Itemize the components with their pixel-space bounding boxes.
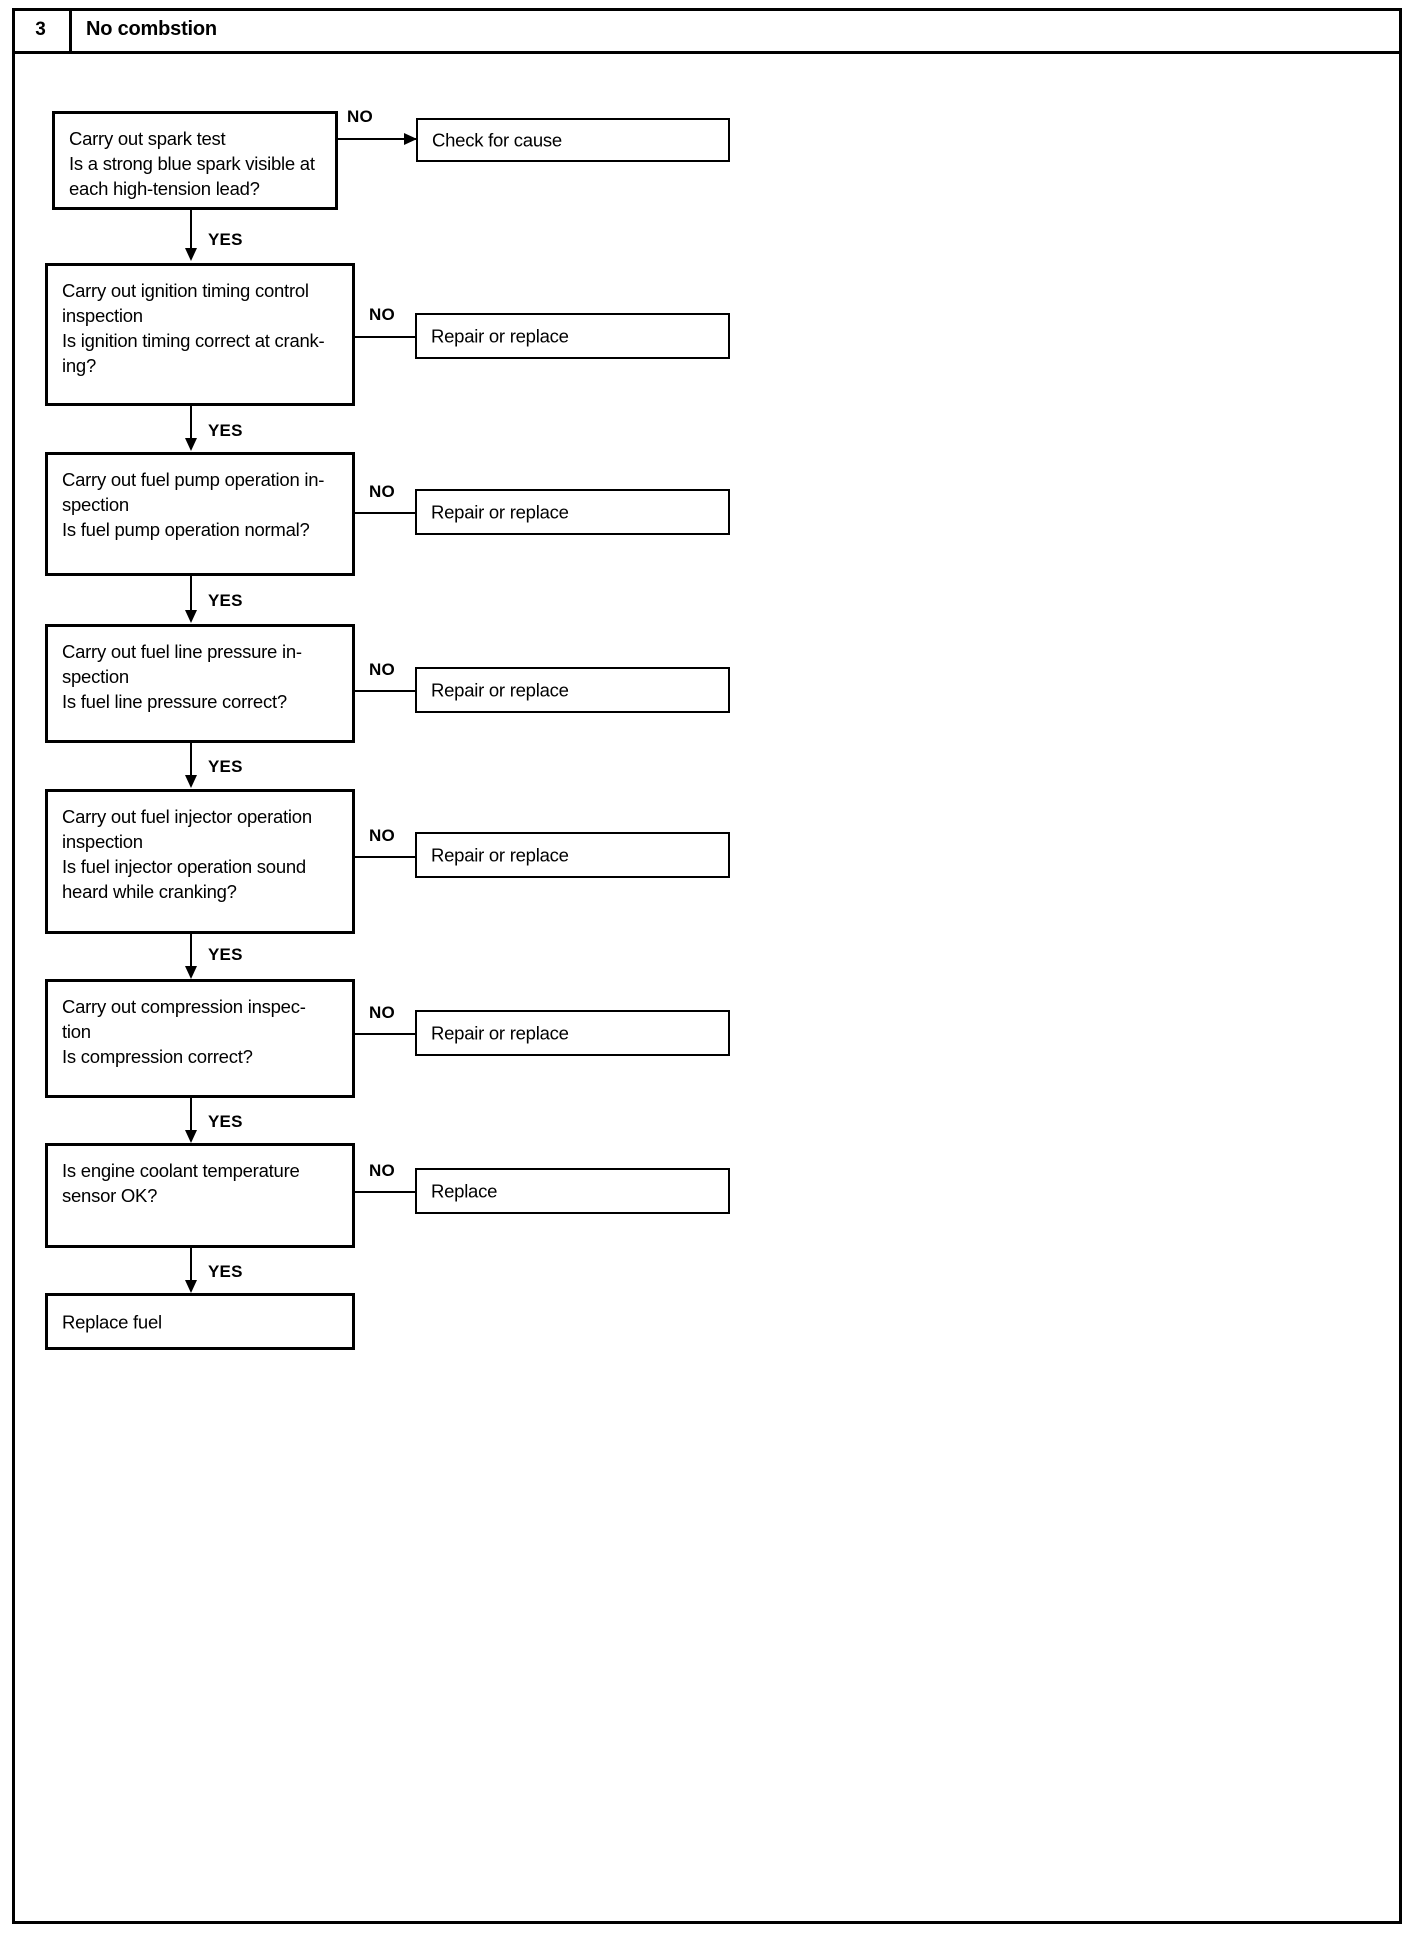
page-title: No combstion <box>86 18 217 40</box>
decision-box-fuel-line-pressure: Carry out fuel line pressure in- spectio… <box>45 624 355 743</box>
decision-text-fuel-line-pressure: Carry out fuel line pressure in- spectio… <box>62 641 302 712</box>
decision-text-coolant-temp-sensor: Is engine coolant temperature sensor OK? <box>62 1160 300 1206</box>
decision-text-fuel-injector: Carry out fuel injector operation inspec… <box>62 806 312 902</box>
yes-arrowhead-compression <box>185 1130 197 1143</box>
yes-arrowhead-fuel-line-pressure <box>185 775 197 788</box>
decision-box-spark-test: Carry out spark test Is a strong blue sp… <box>52 111 338 210</box>
no-connector-spark-test <box>338 138 416 140</box>
yes-arrowhead-fuel-pump <box>185 610 197 623</box>
yes-arrowhead-coolant-temp-sensor <box>185 1280 197 1293</box>
decision-box-compression: Carry out compression inspec- tion Is co… <box>45 979 355 1098</box>
decision-box-fuel-injector: Carry out fuel injector operation inspec… <box>45 789 355 934</box>
no-connector-compression <box>355 1033 427 1035</box>
yes-arrowhead-spark-test <box>185 248 197 261</box>
yes-label-coolant-temp-sensor: YES <box>208 1262 243 1281</box>
yes-label-spark-test: YES <box>208 230 243 249</box>
no-label-coolant-temp-sensor: NO <box>369 1161 395 1180</box>
yes-arrowhead-fuel-injector <box>185 966 197 979</box>
no-connector-fuel-injector <box>355 856 427 858</box>
action-text-fuel-pump: Repair or replace <box>431 501 569 523</box>
action-text-fuel-line-pressure: Repair or replace <box>431 679 569 701</box>
decision-text-ignition-timing: Carry out ignition timing control inspec… <box>62 280 325 376</box>
action-text-fuel-injector: Repair or replace <box>431 844 569 866</box>
yes-arrowhead-ignition-timing <box>185 438 197 451</box>
decision-text-fuel-pump: Carry out fuel pump operation in- specti… <box>62 469 325 540</box>
decision-box-ignition-timing: Carry out ignition timing control inspec… <box>45 263 355 406</box>
action-box-coolant-temp-sensor: Replace <box>415 1168 730 1214</box>
action-text-coolant-temp-sensor: Replace <box>431 1180 498 1202</box>
no-label-fuel-line-pressure: NO <box>369 660 395 679</box>
action-box-compression: Repair or replace <box>415 1010 730 1056</box>
decision-box-coolant-temp-sensor: Is engine coolant temperature sensor OK? <box>45 1143 355 1248</box>
no-connector-ignition-timing <box>355 336 427 338</box>
action-box-check-for-cause: Check for cause <box>416 118 730 162</box>
action-box-ignition-timing: Repair or replace <box>415 313 730 359</box>
yes-connector-fuel-pump <box>190 576 192 618</box>
yes-connector-fuel-line-pressure <box>190 743 192 783</box>
no-arrowhead-spark-test <box>404 133 417 145</box>
no-label-fuel-injector: NO <box>369 826 395 845</box>
page-header: 3 No combstion <box>12 8 1402 54</box>
no-connector-fuel-pump <box>355 512 427 514</box>
decision-text-spark-test: Carry out spark test Is a strong blue sp… <box>69 128 315 199</box>
yes-label-fuel-pump: YES <box>208 591 243 610</box>
decision-box-fuel-pump: Carry out fuel pump operation in- specti… <box>45 452 355 576</box>
yes-label-ignition-timing: YES <box>208 421 243 440</box>
page-border <box>12 8 1402 1924</box>
action-text-compression: Repair or replace <box>431 1022 569 1044</box>
no-label-ignition-timing: NO <box>369 305 395 324</box>
yes-connector-coolant-temp-sensor <box>190 1248 192 1288</box>
no-connector-fuel-line-pressure <box>355 690 427 692</box>
yes-connector-fuel-injector <box>190 934 192 974</box>
terminal-text-replace-fuel: Replace fuel <box>62 1311 162 1332</box>
action-box-fuel-line-pressure: Repair or replace <box>415 667 730 713</box>
yes-label-fuel-injector: YES <box>208 945 243 964</box>
no-label-fuel-pump: NO <box>369 482 395 501</box>
yes-label-fuel-line-pressure: YES <box>208 757 243 776</box>
yes-connector-compression <box>190 1098 192 1138</box>
header-number: 3 <box>12 8 72 51</box>
no-label-compression: NO <box>369 1003 395 1022</box>
terminal-box-replace-fuel: Replace fuel <box>45 1293 355 1350</box>
decision-text-compression: Carry out compression inspec- tion Is co… <box>62 996 306 1067</box>
no-connector-coolant-temp-sensor <box>355 1191 427 1193</box>
action-text-ignition-timing: Repair or replace <box>431 325 569 347</box>
action-box-fuel-injector: Repair or replace <box>415 832 730 878</box>
yes-connector-spark-test <box>190 210 192 258</box>
yes-connector-ignition-timing <box>190 406 192 446</box>
action-text-check-for-cause: Check for cause <box>432 129 562 151</box>
no-label-spark-test: NO <box>347 107 373 126</box>
action-box-fuel-pump: Repair or replace <box>415 489 730 535</box>
yes-label-compression: YES <box>208 1112 243 1131</box>
